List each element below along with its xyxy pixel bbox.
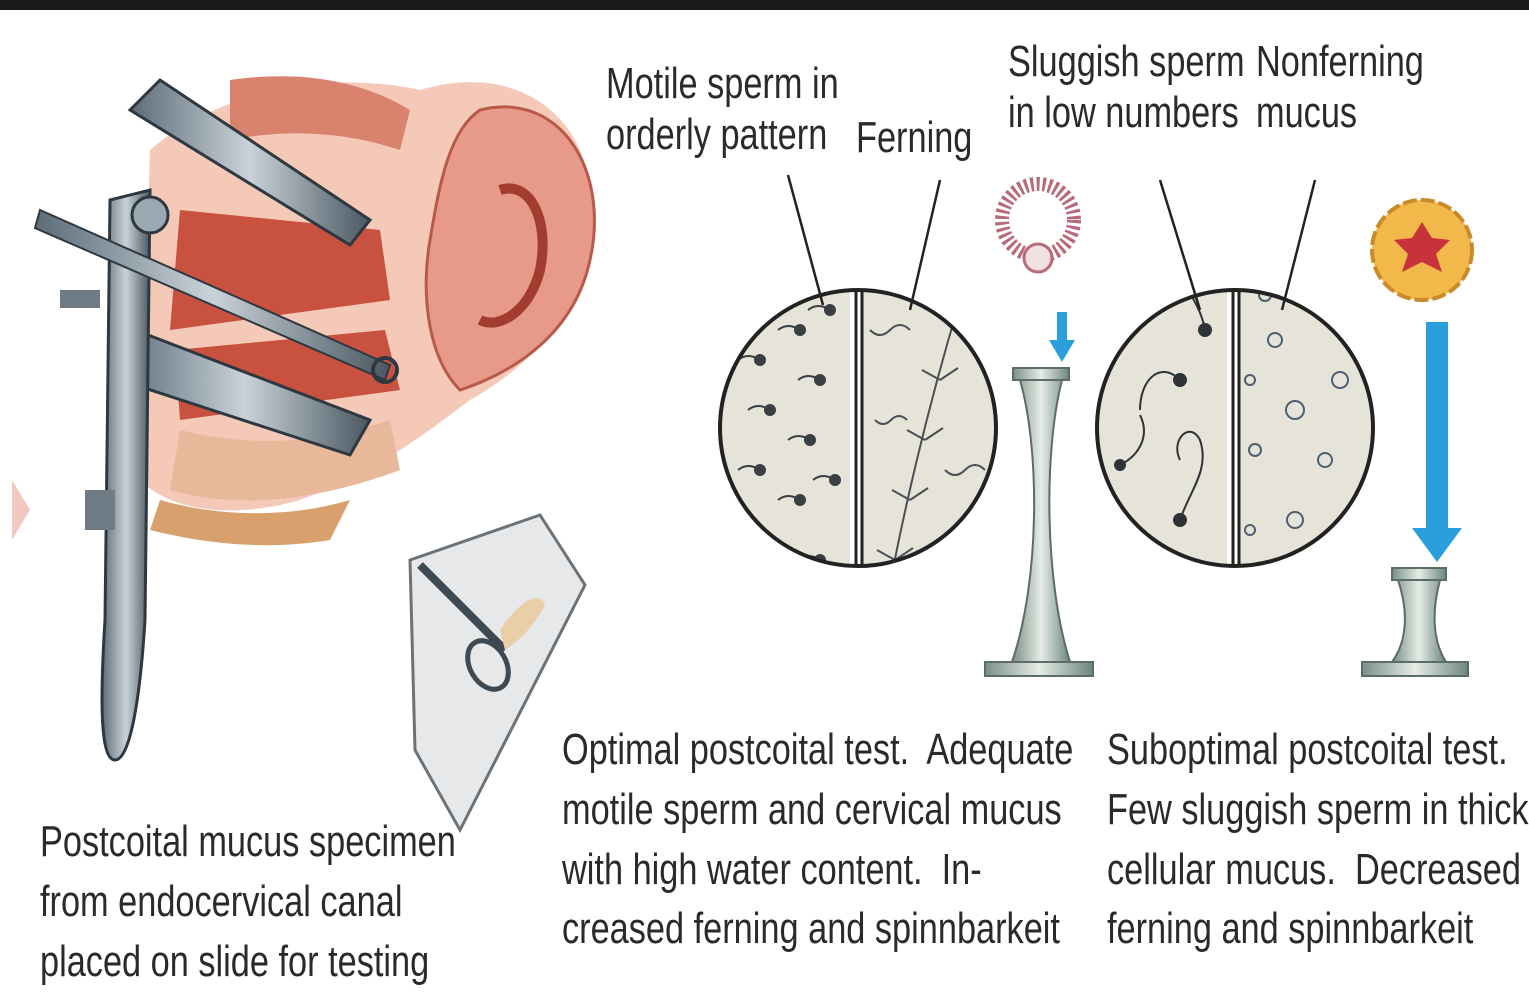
optimal-field	[720, 175, 996, 640]
leader-motile	[788, 175, 823, 305]
leader-sluggish	[1160, 180, 1200, 310]
leader-ferning	[910, 180, 940, 310]
caption-optimal-test: Optimal postcoital test. Adequate motile…	[562, 720, 1073, 959]
spinnbarkeit-pedestal-tall	[985, 368, 1093, 676]
label-nonferning-mucus: Nonferning mucus	[1256, 36, 1424, 138]
thick-cellular-mucus-icon	[1372, 200, 1472, 300]
label-sluggish-sperm: Sluggish sperm in low numbers	[1008, 36, 1245, 138]
leader-nonferning	[1282, 180, 1315, 310]
spinnbarkeit-pedestal-short	[1362, 568, 1468, 676]
label-ferning: Ferning	[856, 112, 972, 163]
caption-suboptimal-test: Suboptimal postcoital test. Few sluggish…	[1107, 720, 1529, 959]
glass-slide	[410, 515, 585, 830]
edge-marker	[12, 480, 30, 540]
arrow-long	[1412, 322, 1462, 562]
caption-specimen: Postcoital mucus specimen from endocervi…	[40, 812, 456, 991]
label-motile-sperm: Motile sperm in orderly pattern	[606, 58, 839, 160]
arrow-short	[1049, 312, 1075, 362]
cellular-mucus-ring-icon	[1002, 184, 1074, 272]
suboptimal-field	[1097, 180, 1373, 640]
